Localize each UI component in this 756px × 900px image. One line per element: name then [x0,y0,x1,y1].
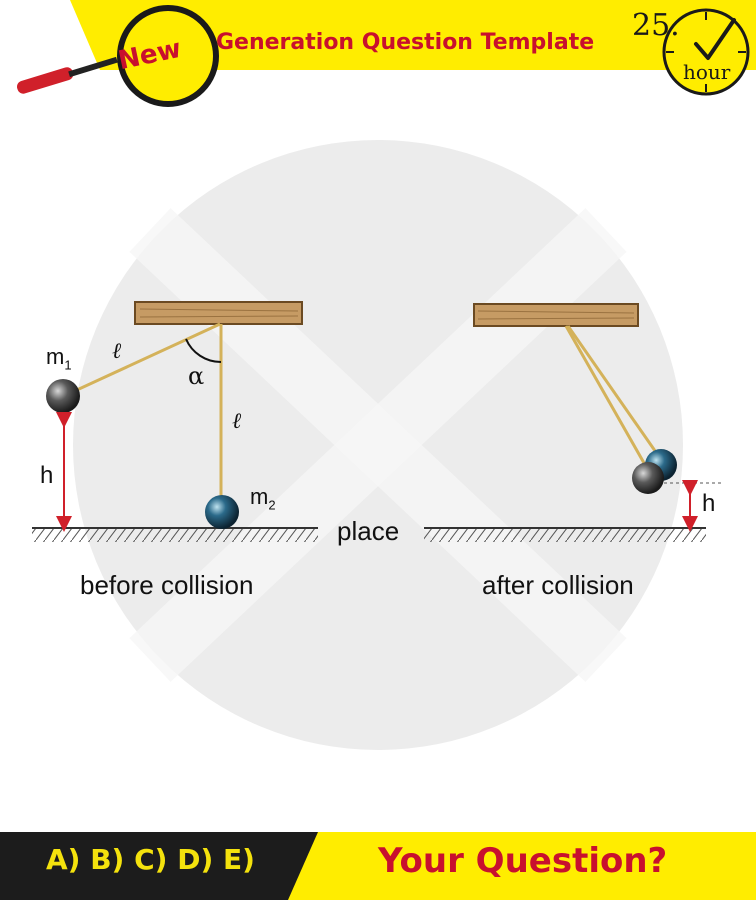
length2-label: ℓ [232,409,242,434]
mass2-label: m2 [250,484,276,513]
header-band [70,0,756,70]
place-label: place [337,516,400,546]
angle-label: α [188,362,205,390]
caption-before: before collision [80,570,254,600]
length1-label: ℓ [112,339,122,364]
caption-after: after collision [482,570,634,600]
collision-diagram [32,140,724,750]
beam-left [134,301,303,325]
hours-value: 25. [632,8,680,43]
angle-arc [185,338,222,364]
hours-unit: hour [683,60,731,84]
rope-1 [65,322,221,397]
page-title: Generation Question Template [216,30,595,55]
answer-options: A) B) C) D) E) [46,843,255,876]
mass1-label: m1 [46,344,72,373]
question-prompt: Your Question? [378,841,668,881]
footer-band [0,832,756,900]
magnifier-icon [17,5,219,107]
height-label-left: h [40,462,54,489]
ball-m1-after [632,462,664,494]
ball-m2 [205,495,239,529]
clock-check-icon [662,8,750,96]
beam-right [473,303,639,327]
ball-m1 [46,379,80,413]
height-label-right: h [702,490,716,517]
